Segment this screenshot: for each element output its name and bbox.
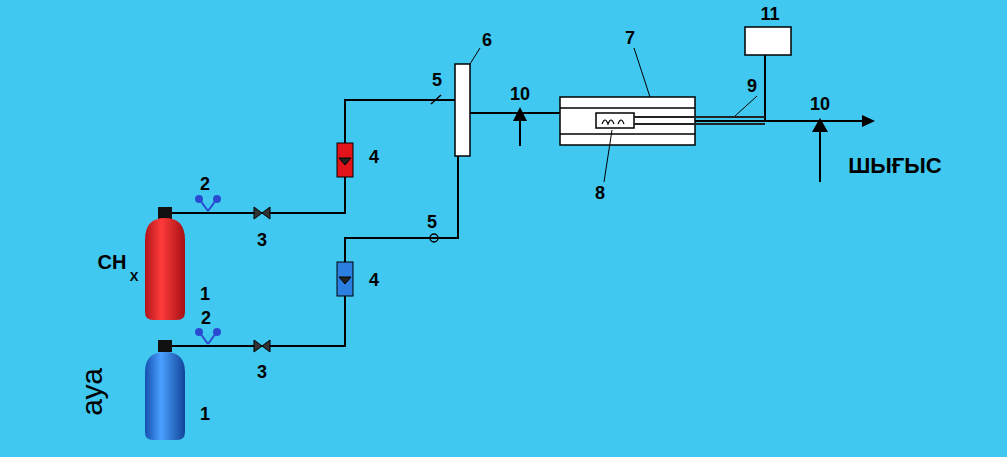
- tube-furnace: [560, 97, 695, 145]
- callout-number: 7: [625, 29, 635, 47]
- sample-boat: [596, 113, 634, 128]
- valve-5: [431, 95, 441, 104]
- callout-number: 8: [595, 184, 605, 202]
- gas-label: ауа: [77, 368, 107, 416]
- callout-number: 5: [427, 213, 437, 231]
- thermocouple: [634, 117, 765, 124]
- rotameter: [337, 143, 353, 296]
- gas-subscript: X: [130, 270, 139, 283]
- outlet-label: ШЫҒЫС: [848, 155, 942, 177]
- callout-number: 1: [200, 285, 210, 303]
- pressure-gauge: [196, 196, 220, 344]
- callout-number: 3: [257, 363, 267, 381]
- gas-label: CH: [98, 252, 127, 272]
- recorder-box: [745, 27, 791, 55]
- gas-cylinder: [145, 340, 185, 440]
- callout-number: 6: [482, 31, 492, 49]
- callout-number: 10: [810, 95, 830, 113]
- mixer-manifold: [455, 64, 470, 156]
- valve-symbol: [812, 118, 828, 132]
- callout-number: 3: [257, 231, 267, 249]
- leader-line: [470, 48, 757, 182]
- valve-5: [430, 234, 438, 242]
- callout-number: 4: [369, 271, 379, 289]
- callout-number: 5: [432, 71, 442, 89]
- valve-symbol: [513, 107, 527, 121]
- outlet-arrowhead: [862, 115, 875, 127]
- callout-number: 9: [747, 77, 757, 95]
- callout-number: 2: [201, 309, 211, 327]
- callout-number: 4: [369, 148, 379, 166]
- gas-lines: [170, 55, 862, 346]
- reducer-valve: [254, 207, 270, 352]
- gas-cylinder: [145, 207, 185, 320]
- callout-number: 10: [510, 85, 530, 103]
- callout-number: 11: [760, 5, 779, 23]
- callout-number: 2: [200, 175, 210, 193]
- callout-number: 1: [200, 405, 210, 423]
